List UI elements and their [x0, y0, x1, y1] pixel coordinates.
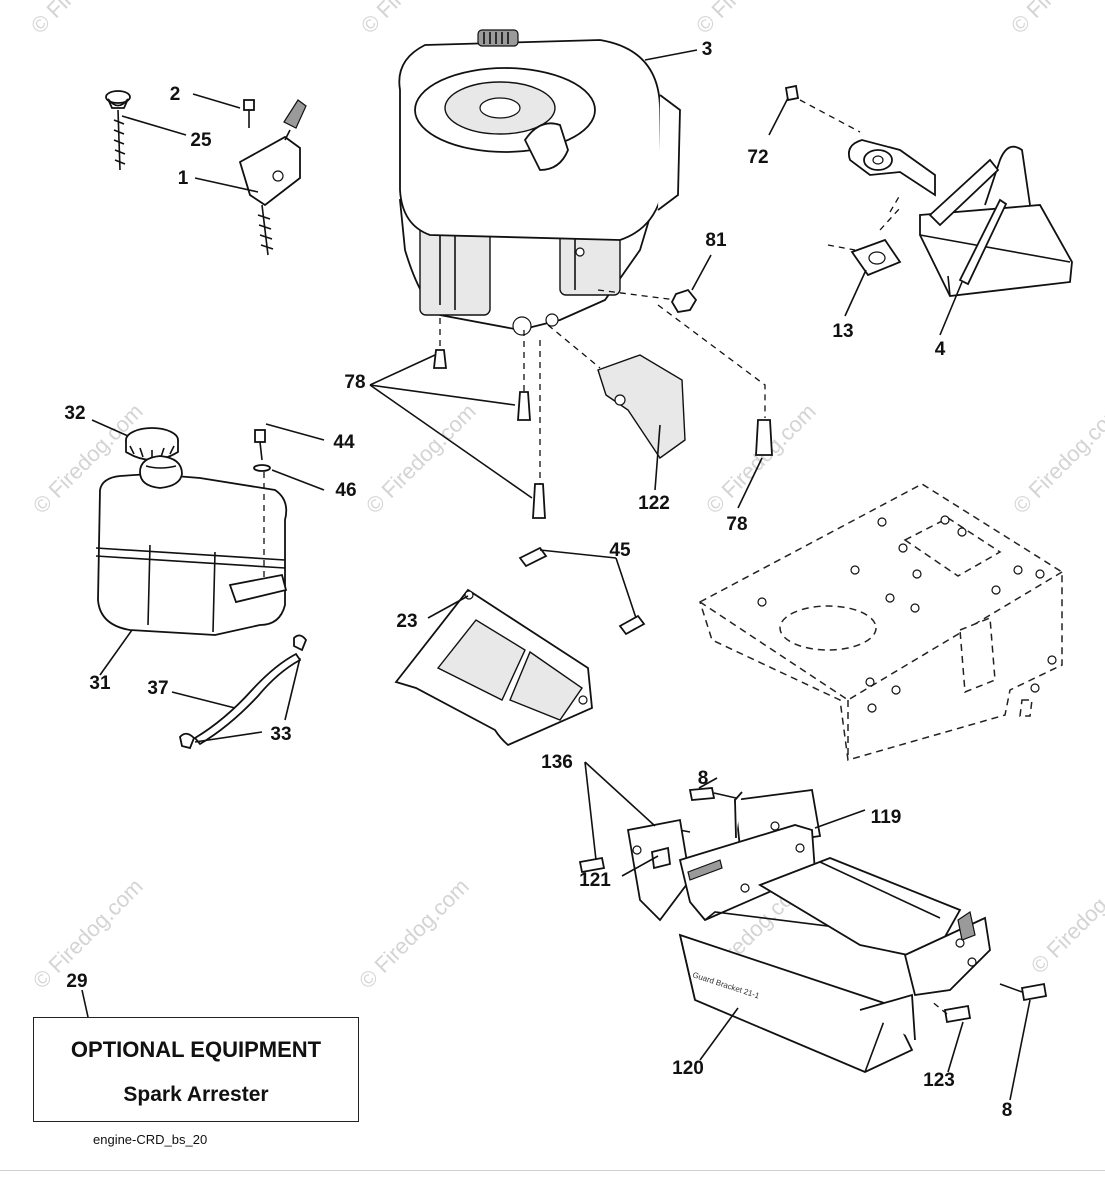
watermark-text: © Firedog.com: [26, 0, 146, 39]
callout-1: 1: [178, 168, 189, 189]
callout-81: 81: [705, 230, 727, 251]
callout-45: 45: [609, 540, 631, 561]
callout-labels: 2 25 1 3 72 81 13 4 78 122 78 32 44 46 4…: [64, 39, 1012, 1121]
watermark-text: © Firedog.com: [1006, 0, 1105, 39]
engine-assembly: [398, 29, 681, 336]
callout-123: 123: [923, 1070, 955, 1091]
callout-4: 4: [935, 339, 946, 360]
fuel-tank-assembly: [95, 427, 288, 636]
callout-72: 72: [747, 147, 768, 168]
engine-bolts: [432, 304, 773, 519]
callout-29: 29: [66, 971, 87, 992]
drawing-id-label: engine-CRD_bs_20: [93, 1132, 208, 1147]
callout-13: 13: [832, 321, 853, 342]
optional-equipment-title: OPTIONAL EQUIPMENT: [70, 1037, 322, 1062]
engine-shield-plate: [394, 546, 646, 747]
callout-46: 46: [335, 480, 356, 501]
watermark-text: © Firedog.com: [691, 0, 811, 39]
callout-136: 136: [541, 752, 573, 773]
watermark-text: © Firedog.com: [28, 874, 148, 994]
callout-78: 78: [726, 514, 747, 535]
callout-119: 119: [871, 807, 902, 828]
callout-122: 122: [638, 493, 670, 514]
watermark-text: © Firedog.com: [701, 399, 821, 519]
watermark-text: © Firedog.com: [1026, 859, 1105, 979]
nut-81: [597, 288, 698, 313]
watermark-text: © Firedog.com: [356, 0, 476, 39]
callout-8: 8: [1002, 1100, 1013, 1121]
leader-lines: [81, 49, 1031, 1101]
optional-equipment-box: OPTIONAL EQUIPMENT Spark Arrester: [33, 1017, 359, 1122]
callout-32: 32: [64, 403, 85, 424]
heat-shield: [547, 324, 686, 459]
watermark-text: © Firedog.com: [361, 399, 481, 519]
watermark-text: © Firedog.com: [354, 874, 474, 994]
callout-44: 44: [333, 432, 355, 453]
callout-23: 23: [396, 611, 417, 632]
callout-8: 8: [698, 768, 709, 789]
callout-3: 3: [702, 39, 713, 60]
callout-120: 120: [672, 1058, 704, 1079]
callout-2: 2: [170, 84, 181, 105]
watermark-text: © Firedog.com: [1008, 399, 1105, 519]
throttle-control-assembly: [105, 90, 307, 256]
callout-31: 31: [89, 673, 111, 694]
spark-arrester-label: Spark Arrester: [123, 1083, 269, 1106]
callout-78: 78: [344, 372, 365, 393]
tractor-frame-reference: [699, 483, 1063, 761]
bottom-divider: [0, 1170, 1105, 1171]
front-bracket-assembly: Guard Bracket 21-1: [578, 787, 1048, 1073]
callout-37: 37: [147, 678, 168, 699]
callout-33: 33: [270, 724, 291, 745]
callout-25: 25: [190, 130, 212, 151]
muffler-assembly: [784, 84, 1073, 297]
callout-121: 121: [579, 870, 611, 891]
